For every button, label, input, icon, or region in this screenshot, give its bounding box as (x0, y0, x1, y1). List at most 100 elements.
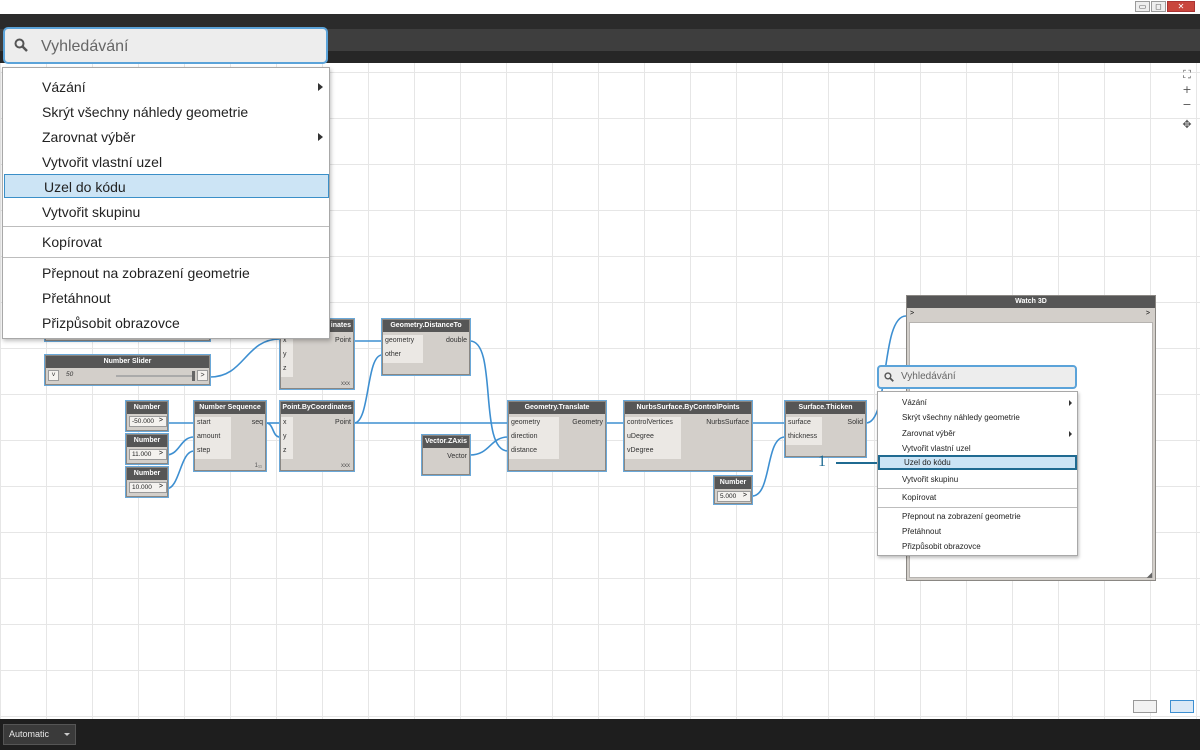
number-value[interactable]: 5.000 (717, 491, 751, 502)
menu-item-align-selection[interactable]: Zarovnat výběr (3, 125, 329, 149)
output-port[interactable]: Geometry (572, 419, 603, 426)
search-box[interactable]: Vyhledávání (3, 27, 328, 64)
output-port[interactable]: Solid (847, 419, 863, 426)
input-port[interactable]: y (283, 351, 287, 358)
menu-item-pan[interactable]: Přetáhnout (902, 527, 942, 536)
node-title: Surface.Thicken (786, 402, 865, 414)
node-surface-thicken[interactable]: Surface.Thicken surface thickness Solid (785, 401, 866, 457)
menu-item-node-to-code[interactable]: Uzel do kódu (4, 174, 329, 198)
menu-item-hide-geometry-previews[interactable]: Skrýt všechny náhledy geometrie (902, 413, 1020, 422)
output-port[interactable]: double (445, 337, 467, 344)
input-port[interactable]: geometry (511, 419, 541, 426)
search-placeholder[interactable]: Vyhledávání (41, 38, 129, 55)
node-number-thickness[interactable]: Number 5.000 > (714, 476, 752, 504)
input-port[interactable]: z (283, 447, 287, 454)
input-port[interactable]: controlVertices (627, 419, 673, 426)
input-port[interactable]: y (283, 433, 287, 440)
wire (469, 436, 509, 456)
node-vector-zaxis[interactable]: Vector.ZAxis Vector (422, 435, 470, 475)
callout-line (836, 462, 877, 464)
search-box-small[interactable]: Vyhledávání (877, 365, 1077, 389)
search-icon (884, 372, 894, 382)
input-port[interactable]: other (385, 351, 401, 358)
menu-item-binding[interactable]: Vázání (878, 395, 1077, 410)
input-port[interactable]: x (283, 337, 287, 344)
slider-thumb[interactable] (192, 371, 195, 381)
menu-item-copy[interactable]: Kopírovat (902, 493, 937, 502)
node-point-by-coordinates[interactable]: Point.ByCoordinates x y z Point xxx (280, 401, 354, 471)
resize-grip-icon[interactable]: ◢ (1146, 572, 1152, 579)
input-port[interactable]: vDegree (627, 447, 654, 454)
number-value[interactable]: 10.000 (129, 482, 167, 493)
input-port[interactable]: distance (511, 447, 538, 454)
output-port[interactable]: Point (335, 419, 351, 426)
output-port[interactable]: Point (335, 337, 351, 344)
node-nurbs-surface-by-control-points[interactable]: NurbsSurface.ByControlPoints controlVert… (624, 401, 752, 471)
menu-item-create-group[interactable]: Vytvořit skupinu (42, 204, 141, 220)
wire (265, 422, 281, 438)
node-title: Watch 3D (907, 296, 1155, 308)
menu-item-copy[interactable]: Kopírovat (42, 234, 102, 250)
status-bar: Automatic (0, 719, 1200, 750)
output-port[interactable]: NurbsSurface (706, 419, 749, 426)
geometry-view-toggle-icon[interactable] (1133, 700, 1157, 713)
node-number-start[interactable]: Number -50.000 > (126, 401, 168, 431)
input-port[interactable]: x (283, 419, 287, 426)
node-geometry-distance-to[interactable]: Geometry.DistanceTo geometry other doubl… (382, 319, 470, 375)
menu-item-fit-to-screen[interactable]: Přizpůsobit obrazovce (902, 542, 981, 551)
input-port[interactable]: amount (197, 433, 221, 440)
input-port[interactable]: direction (511, 433, 538, 440)
input-port[interactable]: uDegree (627, 433, 654, 440)
menu-item-binding[interactable]: Vázání (3, 75, 329, 99)
menu-item-align-selection[interactable]: Zarovnat výběr (878, 426, 1077, 441)
output-port[interactable]: Vector (447, 453, 467, 460)
zoom-out-icon[interactable]: − (1182, 98, 1192, 111)
node-number-slider[interactable]: Number Slider ˅ 50 > (45, 355, 210, 385)
number-value[interactable]: -50.000 (129, 416, 167, 427)
menu-item-switch-to-geometry-view[interactable]: Přepnout na zobrazení geometrie (902, 512, 1021, 521)
node-title: Point.ByCoordinates (281, 402, 353, 414)
zoom-fit-icon[interactable]: ⛶ (1183, 68, 1191, 81)
node-number-step[interactable]: Number 10.000 > (126, 467, 168, 497)
slider-expand-button[interactable]: ˅ (48, 370, 59, 381)
node-title: Geometry.Translate (509, 402, 605, 414)
input-port[interactable]: > (910, 310, 915, 317)
minimize-button[interactable]: ▭ (1135, 1, 1150, 12)
menu-item-create-group[interactable]: Vytvořit skupinu (902, 475, 959, 484)
menu-item-hide-geometry-previews[interactable]: Skrýt všechny náhledy geometrie (42, 104, 249, 120)
menu-item-create-custom-node[interactable]: Vytvořit vlastní uzel (902, 444, 971, 453)
graph-view-toggle-icon[interactable] (1170, 700, 1194, 713)
input-port[interactable]: surface (788, 419, 811, 426)
output-arrow: > (158, 417, 163, 424)
zoom-in-icon[interactable]: + (1182, 83, 1192, 96)
submenu-arrow-icon (318, 133, 323, 141)
output-arrow: > (158, 450, 163, 457)
output-port[interactable]: > (1145, 310, 1150, 317)
output-port[interactable]: seq (251, 419, 263, 426)
node-number-sequence[interactable]: Number Sequence start amount step seq 1₁… (194, 401, 266, 471)
menu-item-fit-to-screen[interactable]: Přizpůsobit obrazovce (42, 315, 180, 331)
slider-track[interactable] (116, 375, 194, 377)
wire (209, 338, 281, 378)
lacing-indicator: xxx (341, 381, 350, 387)
menu-item-pan[interactable]: Přetáhnout (42, 290, 111, 306)
input-port[interactable]: step (197, 447, 211, 454)
input-port[interactable]: thickness (788, 433, 818, 440)
input-port[interactable]: start (197, 419, 211, 426)
number-value[interactable]: 11.000 (129, 449, 167, 460)
input-port[interactable]: z (283, 365, 287, 372)
context-menu-small: Vázání Skrýt všechny náhledy geometrie Z… (877, 391, 1078, 556)
pan-icon[interactable]: ✥ (1182, 118, 1192, 131)
menu-item-switch-to-geometry-view[interactable]: Přepnout na zobrazení geometrie (42, 265, 250, 281)
close-button[interactable]: ✕ (1167, 1, 1195, 12)
menu-item-create-custom-node[interactable]: Vytvořit vlastní uzel (42, 154, 163, 170)
search-placeholder[interactable]: Vyhledávání (901, 371, 956, 382)
input-port[interactable]: geometry (385, 337, 415, 344)
maximize-button[interactable]: ◻ (1151, 1, 1166, 12)
node-number-amount[interactable]: Number 11.000 > (126, 434, 168, 464)
run-mode-dropdown[interactable]: Automatic (3, 724, 76, 745)
menu-item-node-to-code[interactable]: Uzel do kódu (878, 455, 1077, 470)
slider-output-button[interactable]: > (197, 370, 208, 381)
node-geometry-translate[interactable]: Geometry.Translate geometry direction di… (508, 401, 606, 471)
chevron-down-icon (64, 733, 70, 736)
